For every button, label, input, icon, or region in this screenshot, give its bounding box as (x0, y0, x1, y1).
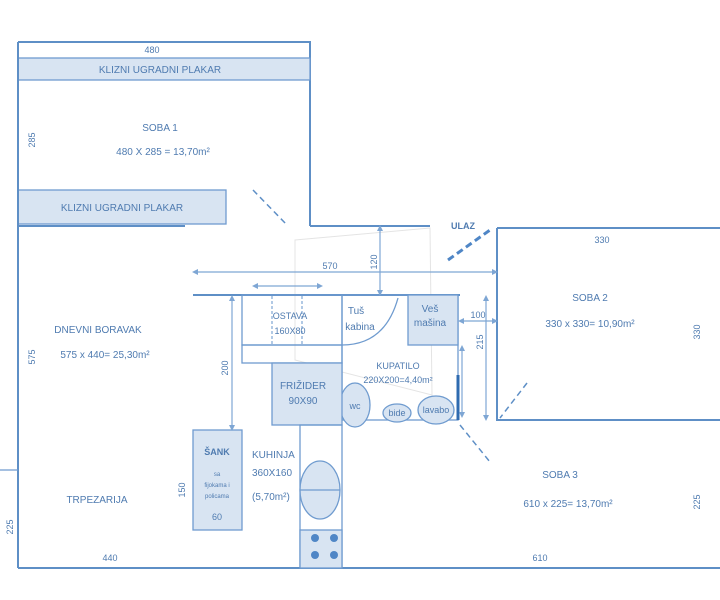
dim-150: 150 (177, 482, 187, 497)
dim-575: 575 (27, 349, 37, 364)
living-room-label: DNEVNI BORAVAK (54, 325, 142, 336)
entrance-door (447, 228, 491, 262)
washing-machine-label-2: mašina (414, 318, 447, 329)
fridge-label: FRIŽIDER (280, 379, 326, 392)
door-soba2 (499, 382, 528, 419)
fridge-dim: 90X90 (289, 396, 318, 407)
room-soba-2: 330 SOBA 2 330 x 330= 10,90m² 330 (496, 227, 720, 421)
pantry-label: OSTAVA (273, 311, 308, 321)
soba3-area: 610 x 225= 13,70m² (523, 499, 613, 510)
wardrobe-bottom (17, 189, 227, 225)
hall-passage (241, 344, 343, 364)
shower-label-1: Tuš (348, 306, 364, 317)
dim-120: 120 (369, 254, 379, 269)
entrance-label: ULAZ (451, 221, 475, 231)
door-soba3 (459, 424, 491, 463)
fridge (271, 362, 343, 426)
bathroom-area: 220X200=4,40m² (363, 375, 432, 385)
door-soba1 (252, 189, 288, 226)
dim-200: 200 (220, 360, 230, 375)
shower-label-2: kabina (345, 322, 375, 333)
bar-label: ŠANK (204, 446, 230, 457)
sink-label: lavabo (423, 405, 450, 415)
soba2-area: 330 x 330= 10,90m² (545, 319, 635, 330)
toilet-label: wc (349, 401, 361, 411)
sink (417, 395, 455, 425)
room-soba-1: 480 KLIZNI UGRADNI PLAKAR SOBA 1 480 X 2… (17, 41, 311, 226)
dim-330-top: 330 (594, 235, 609, 245)
burner (311, 551, 319, 559)
soba1-area: 480 X 285 = 13,70m² (116, 147, 210, 158)
burner (330, 551, 338, 559)
dim-285: 285 (27, 132, 37, 147)
bar-desc-1: sa (214, 472, 221, 478)
dim-480: 480 (144, 45, 159, 55)
wardrobe-bottom-label: KLIZNI UGRADNI PLAKAR (61, 203, 183, 214)
dim-225-left: 225 (5, 519, 15, 534)
bar-dim: 60 (212, 512, 222, 522)
bathroom-label: KUPATILO (376, 361, 419, 371)
washing-machine (407, 294, 459, 346)
soba1-label: SOBA 1 (142, 123, 178, 134)
soba2-label: SOBA 2 (572, 293, 608, 304)
dim-610: 610 (532, 553, 547, 563)
living-room-area: 575 x 440= 25,30m² (60, 350, 150, 361)
washing-machine-label-1: Veš (422, 304, 439, 315)
shower-door-arc (341, 297, 399, 346)
dim-100: 100 (470, 310, 485, 320)
kitchen-dim: 360X160 (252, 468, 292, 479)
bar-desc-2: fijokama i (204, 483, 229, 489)
kitchen-area: (5,70m²) (252, 492, 290, 503)
kitchen-label: KUHINJA (252, 450, 295, 461)
wardrobe-top-label: KLIZNI UGRADNI PLAKAR (99, 65, 221, 76)
bar-desc-3: policama (205, 494, 230, 500)
overlay-sketch (294, 227, 433, 396)
dim-215: 215 (475, 334, 485, 349)
burner (330, 534, 338, 542)
bar-counter (192, 429, 243, 531)
dim-330-right: 330 (692, 324, 702, 339)
pantry-dim: 160X80 (274, 326, 305, 336)
burner (311, 534, 319, 542)
dim-225-right: 225 (692, 494, 702, 509)
bidet (382, 403, 412, 423)
dim-440: 440 (102, 553, 117, 563)
room-soba-3: SOBA 3 610 x 225= 13,70m² 225 610 (459, 424, 702, 563)
bidet-label: bide (388, 408, 405, 418)
dim-570: 570 (322, 261, 337, 271)
dining-label: TRPEZARIJA (66, 495, 127, 506)
soba3-label: SOBA 3 (542, 470, 578, 481)
